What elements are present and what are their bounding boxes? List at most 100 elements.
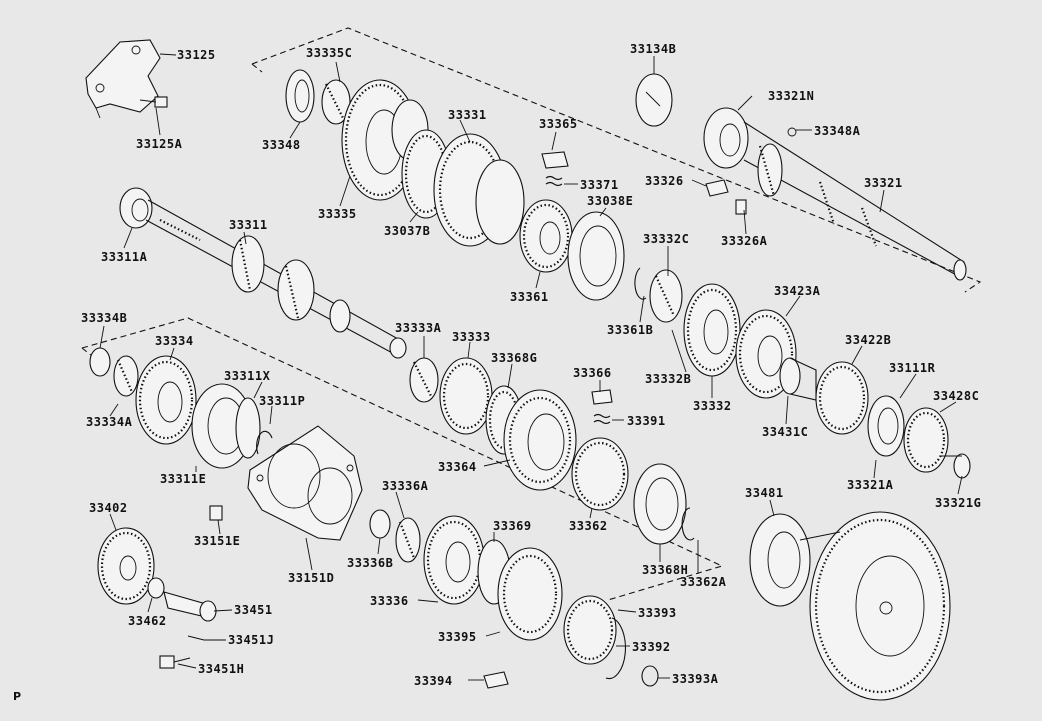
bearing-33336A — [395, 517, 421, 563]
label-33368G: 33368G — [491, 351, 538, 365]
bearing-33334A — [113, 355, 139, 397]
ring-33111R — [867, 395, 905, 457]
leader-lines — [99, 53, 963, 681]
label-33134B: 33134B — [630, 42, 677, 56]
label-33428C: 33428C — [933, 389, 980, 403]
sleeve-33395 — [497, 547, 563, 641]
label-33321G: 33321G — [935, 496, 982, 510]
label-33423A: 33423A — [774, 284, 821, 298]
label-33311: 33311 — [229, 218, 268, 232]
sleeve-33331 — [433, 133, 525, 247]
label-33321A: 33321A — [847, 478, 894, 492]
washer-33134B — [635, 73, 673, 127]
gear-33402 — [97, 527, 155, 605]
label-33333A: 33333A — [395, 321, 442, 335]
gear-33333 — [439, 357, 493, 435]
label-33336B: 33336B — [347, 556, 394, 570]
snap-ring-33361B — [634, 267, 647, 300]
label-33371: 33371 — [580, 178, 619, 192]
label-33336A: 33336A — [382, 479, 429, 493]
snap-ring-33393A — [641, 665, 659, 687]
label-33422B: 33422B — [845, 333, 892, 347]
label-33151D: 33151D — [288, 571, 335, 585]
label-33368H: 33368H — [642, 563, 689, 577]
pin-33451J — [187, 635, 205, 641]
label-33326: 33326 — [645, 174, 684, 188]
label-33462: 33462 — [128, 614, 167, 628]
upper-group-outline — [251, 27, 982, 293]
label-33451H: 33451H — [198, 662, 245, 676]
gear-33422B — [815, 361, 869, 435]
label-33393: 33393 — [638, 606, 677, 620]
label-33311P: 33311P — [259, 394, 306, 408]
gear-33393 — [563, 595, 617, 665]
label-33038E: 33038E — [587, 194, 634, 208]
bolt-33125A — [139, 96, 168, 108]
label-33311A: 33311A — [101, 250, 148, 264]
page-letter: P — [13, 690, 22, 703]
label-33336: 33336 — [370, 594, 409, 608]
label-33362: 33362 — [569, 519, 608, 533]
label-33361B: 33361B — [607, 323, 654, 337]
gear-33336 — [423, 515, 485, 605]
gear-33362 — [571, 437, 629, 511]
washer-33462 — [147, 577, 165, 599]
label-33365: 33365 — [539, 117, 578, 131]
label-33451: 33451 — [234, 603, 273, 617]
label-33335: 33335 — [318, 207, 357, 221]
ring-33368H — [633, 463, 687, 545]
countershaft-33321 — [703, 107, 967, 281]
spring-33371 — [545, 175, 563, 187]
label-33326A: 33326A — [721, 234, 768, 248]
bracket-33125 — [85, 39, 161, 119]
label-33369: 33369 — [493, 519, 532, 533]
middle-group-outline-edge — [81, 347, 93, 357]
label-33395: 33395 — [438, 630, 477, 644]
label-33125A: 33125A — [136, 137, 183, 151]
label-33366: 33366 — [573, 366, 612, 380]
ring-33311X — [235, 397, 261, 459]
label-33125: 33125 — [177, 48, 216, 62]
snap-ring-33392 — [605, 617, 626, 680]
differential-case-33481 — [749, 511, 951, 701]
input-shaft-33311 — [119, 187, 407, 359]
label-33334A: 33334A — [86, 415, 133, 429]
label-33362A: 33362A — [680, 575, 727, 589]
snap-ring-33334B — [89, 347, 111, 377]
label-33332: 33332 — [693, 399, 732, 413]
label-33321N: 33321N — [768, 89, 815, 103]
gear-33361 — [519, 199, 573, 273]
label-33392: 33392 — [632, 640, 671, 654]
washer-33348 — [285, 69, 315, 123]
label-33334B: 33334B — [81, 311, 128, 325]
key-33366 — [591, 389, 613, 405]
bolt-33326A — [735, 199, 747, 215]
label-33348: 33348 — [262, 138, 301, 152]
label-33334: 33334 — [155, 334, 194, 348]
key-33394 — [483, 671, 509, 689]
middle-group-outline — [81, 317, 724, 601]
gear-33332 — [683, 283, 741, 377]
label-33402: 33402 — [89, 501, 128, 515]
label-33332B: 33332B — [645, 372, 692, 386]
bearing-33333A — [409, 357, 439, 403]
shaft-33451 — [163, 591, 217, 622]
snap-ring-33362A — [681, 507, 695, 541]
label-33394: 33394 — [414, 674, 453, 688]
label-33391: 33391 — [627, 414, 666, 428]
clip-33326 — [705, 179, 729, 197]
label-33431C: 33431C — [762, 425, 809, 439]
ring-33038E — [567, 211, 625, 301]
label-33037B: 33037B — [384, 224, 431, 238]
bolt-33451H — [159, 655, 191, 669]
label-33331: 33331 — [448, 108, 487, 122]
gear-33334 — [135, 355, 197, 445]
label-33311E: 33311E — [160, 472, 207, 486]
label-33332C: 33332C — [643, 232, 690, 246]
label-33151E: 33151E — [194, 534, 241, 548]
label-33481: 33481 — [745, 486, 784, 500]
sleeve-33311E — [191, 383, 253, 469]
key-33365 — [541, 151, 569, 169]
